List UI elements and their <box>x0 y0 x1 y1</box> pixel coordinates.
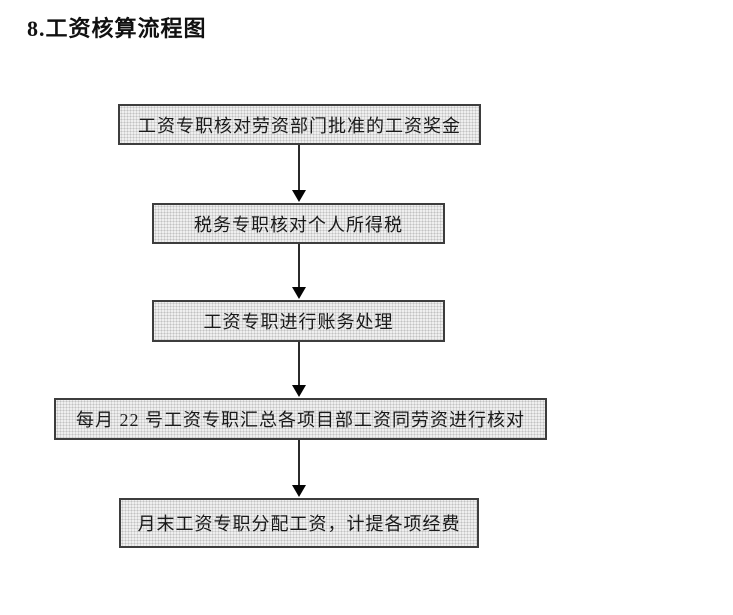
flow-node-step-4: 每月 22 号工资专职汇总各项目部工资同劳资进行核对 <box>54 398 547 440</box>
connector-arrow-4 <box>292 440 306 497</box>
connector-arrow-3 <box>292 342 306 397</box>
arrow-shaft <box>298 440 300 487</box>
flow-node-step-1: 工资专职核对劳资部门批准的工资奖金 <box>118 104 481 145</box>
flow-node-step-2: 税务专职核对个人所得税 <box>152 203 445 244</box>
flow-node-step-5-label: 月末工资专职分配工资，计提各项经费 <box>137 514 461 534</box>
connector-arrow-2 <box>292 244 306 299</box>
flow-node-step-3: 工资专职进行账务处理 <box>152 300 445 342</box>
flow-node-step-4-label: 每月 22 号工资专职汇总各项目部工资同劳资进行核对 <box>76 410 525 430</box>
arrow-shaft <box>298 244 300 289</box>
arrow-down-icon <box>292 287 306 299</box>
connector-arrow-1 <box>292 145 306 202</box>
flow-node-step-3-label: 工资专职进行账务处理 <box>203 312 394 332</box>
arrow-shaft <box>298 145 300 192</box>
section-heading: 8.工资核算流程图 <box>27 16 207 41</box>
arrow-down-icon <box>292 385 306 397</box>
flow-node-step-1-label: 工资专职核对劳资部门批准的工资奖金 <box>138 115 461 136</box>
arrow-down-icon <box>292 190 306 202</box>
arrow-down-icon <box>292 485 306 497</box>
flow-node-step-2-label: 税务专职核对个人所得税 <box>194 214 403 235</box>
arrow-shaft <box>298 342 300 387</box>
flow-node-step-5: 月末工资专职分配工资，计提各项经费 <box>119 498 479 548</box>
